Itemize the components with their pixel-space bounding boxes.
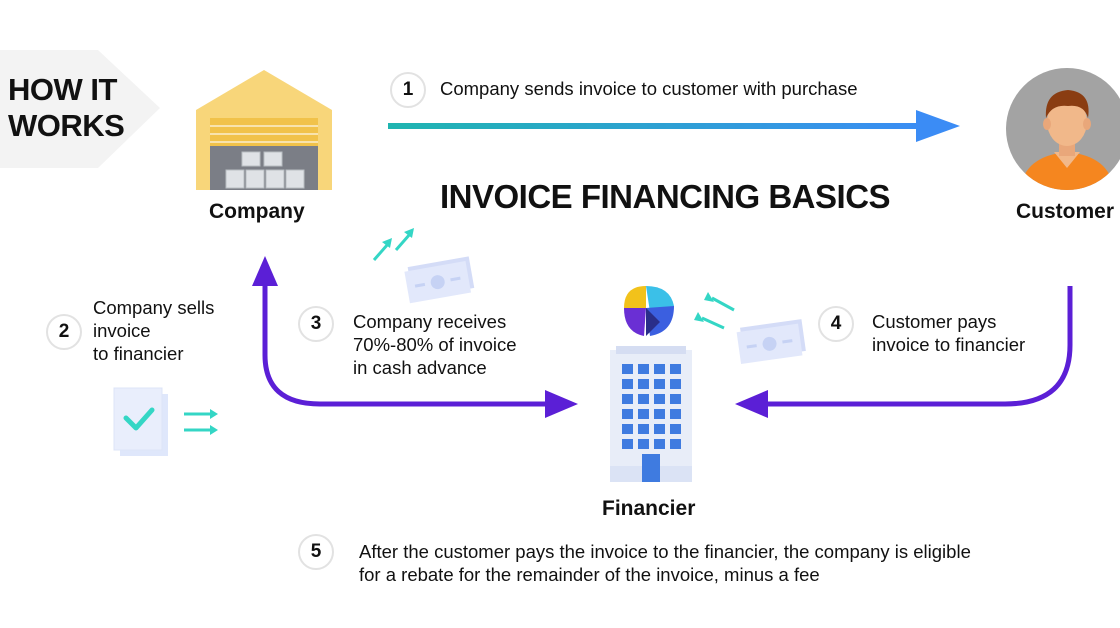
customer-label: Customer xyxy=(1016,200,1115,223)
building-window xyxy=(638,379,649,389)
customer-financier-arrow xyxy=(762,286,1073,407)
step-2-badge: 2 xyxy=(46,314,82,350)
step-1-badge: 1 xyxy=(390,72,426,108)
step-4-text: Customer pays invoice to financier xyxy=(872,311,1026,355)
building-window xyxy=(638,439,649,449)
building-window xyxy=(654,409,665,419)
how-it-works-label: HOW IT WORKS xyxy=(8,72,125,143)
building-window xyxy=(670,424,681,434)
building-window xyxy=(670,439,681,449)
building-window xyxy=(622,424,633,434)
company-label: Company xyxy=(209,200,305,223)
building-window xyxy=(622,394,633,404)
building-window xyxy=(638,364,649,374)
customer-payment-cash-icon xyxy=(694,292,806,364)
financier-label: Financier xyxy=(602,497,696,520)
step-5-badge: 5 xyxy=(298,534,334,570)
step-1-text: Company sends invoice to customer with p… xyxy=(440,78,858,99)
diagram-title: INVOICE FINANCING BASICS xyxy=(440,178,891,215)
building-window xyxy=(622,364,633,374)
step-2-text: Company sells invoice to financier xyxy=(93,297,215,364)
how-it-works-chevron xyxy=(0,50,160,168)
cash-advance-icon xyxy=(372,228,475,304)
building-window xyxy=(622,379,633,389)
building-window xyxy=(670,394,681,404)
building-window xyxy=(622,409,633,419)
company-financier-arrow xyxy=(262,282,552,407)
warehouse-icon xyxy=(196,70,332,190)
step-3-text: Company receives 70%-80% of invoice in c… xyxy=(353,311,517,378)
financier-building-icon xyxy=(610,346,692,482)
building-window xyxy=(622,439,633,449)
building-window xyxy=(670,364,681,374)
step-4-badge: 4 xyxy=(818,306,854,342)
building-window xyxy=(638,409,649,419)
building-window xyxy=(654,439,665,449)
building-window xyxy=(654,424,665,434)
building-window xyxy=(654,394,665,404)
step-3-badge: 3 xyxy=(298,306,334,342)
building-window xyxy=(654,364,665,374)
financier-logo-icon xyxy=(624,286,674,336)
building-window xyxy=(670,409,681,419)
building-window xyxy=(670,379,681,389)
send-invoice-arrow xyxy=(388,110,960,142)
customer-avatar xyxy=(1006,68,1120,190)
building-window xyxy=(638,424,649,434)
step-5-text: After the customer pays the invoice to t… xyxy=(359,541,971,585)
building-window xyxy=(638,394,649,404)
building-window xyxy=(654,379,665,389)
invoice-document-icon xyxy=(113,387,218,456)
